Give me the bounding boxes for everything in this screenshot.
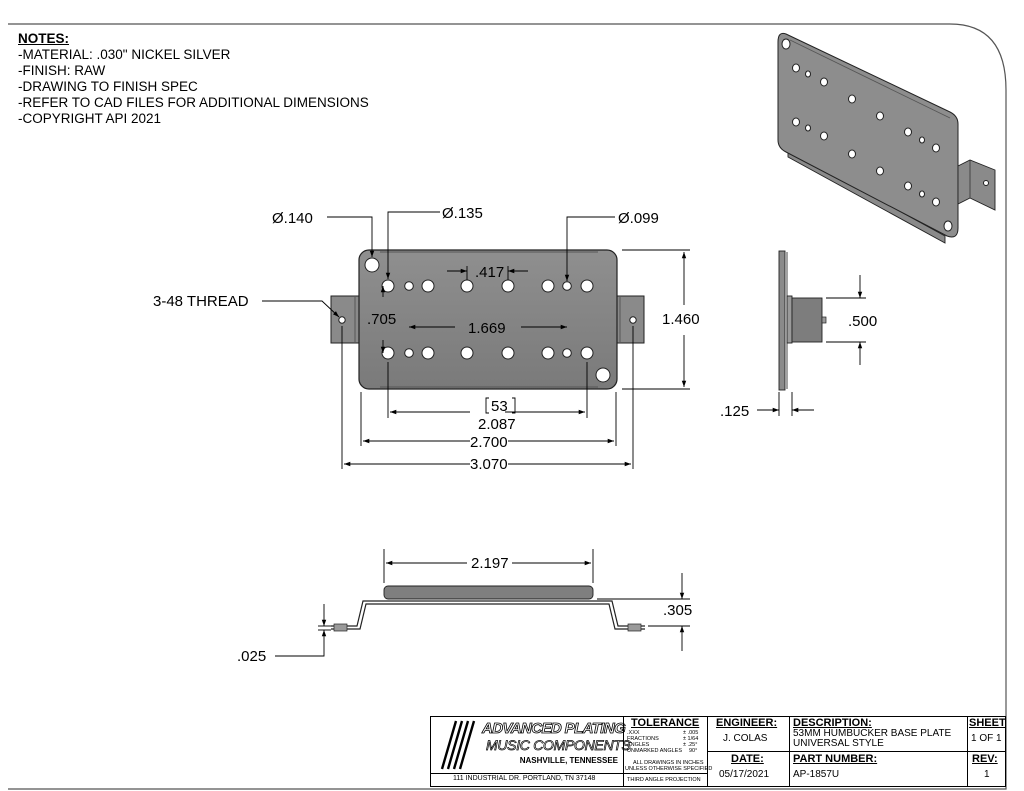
description-line2: UNIVERSAL STYLE bbox=[793, 738, 884, 749]
part-number-label: PART NUMBER: bbox=[793, 753, 878, 765]
tol-note-1: ALL DRAWINGS IN INCHES bbox=[633, 760, 704, 766]
side-view bbox=[778, 250, 827, 391]
pole-hole bbox=[381, 279, 395, 293]
dim-dia-140: Ø.140 bbox=[272, 210, 313, 227]
part-number-value: AP-1857U bbox=[793, 769, 840, 780]
dim-dia-099: Ø.099 bbox=[618, 210, 659, 227]
isometric-view bbox=[777, 32, 996, 244]
top-view-dimensions bbox=[262, 211, 690, 469]
corner-hole bbox=[364, 257, 380, 273]
tol-note-2: UNLESS OTHERWISE SPECIFIED bbox=[625, 766, 713, 772]
dim-2087: 2.087 bbox=[478, 416, 516, 433]
dim-53: 53 bbox=[491, 398, 508, 415]
date-value: 05/17/2021 bbox=[719, 769, 770, 780]
pole-hole bbox=[501, 346, 515, 360]
dim-500: .500 bbox=[848, 313, 877, 330]
corner-hole bbox=[595, 367, 611, 383]
tol-unmarked-value: 90° bbox=[689, 748, 698, 754]
dim-thread: 3-48 THREAD bbox=[153, 293, 249, 310]
description-label: DESCRIPTION: bbox=[793, 717, 872, 729]
note-line: -FINISH: RAW bbox=[18, 63, 106, 78]
note-line: -MATERIAL: .030" NICKEL SILVER bbox=[18, 47, 231, 62]
pole-hole bbox=[460, 279, 474, 293]
notes-heading: NOTES: bbox=[18, 31, 70, 46]
pole-hole bbox=[501, 279, 515, 293]
rev-value: 1 bbox=[984, 769, 990, 780]
company-name-line3: NASHVILLE, TENNESSEE bbox=[519, 756, 618, 765]
dim-417: .417 bbox=[475, 264, 504, 281]
dim-025: .025 bbox=[237, 648, 266, 665]
right-ear bbox=[613, 295, 645, 344]
pole-hole bbox=[541, 279, 555, 293]
note-line: -DRAWING TO FINISH SPEC bbox=[18, 79, 198, 94]
tol-fractions-value: ± 1/64 bbox=[683, 736, 699, 742]
engineer-label: ENGINEER: bbox=[716, 717, 778, 729]
pole-hole bbox=[404, 348, 414, 358]
note-line: -COPYRIGHT API 2021 bbox=[18, 111, 162, 126]
thread-hole bbox=[338, 316, 346, 324]
front-view bbox=[331, 585, 645, 632]
projection-label: THIRD ANGLE PROJECTION bbox=[627, 777, 701, 783]
tol-xxx-value: ± .005 bbox=[683, 730, 699, 736]
tol-angles-value: ± .25° bbox=[683, 742, 698, 748]
dim-125: .125 bbox=[720, 403, 749, 420]
sheet-label: SHEET bbox=[969, 717, 1006, 729]
tol-fractions: FRACTIONS bbox=[627, 736, 659, 742]
rev-label: REV: bbox=[972, 753, 998, 765]
sheet-value: 1 OF 1 bbox=[971, 733, 1002, 744]
pole-hole bbox=[580, 279, 594, 293]
front-view-dimensions bbox=[275, 549, 690, 657]
pole-hole bbox=[562, 348, 572, 358]
pole-hole bbox=[562, 281, 572, 291]
pole-hole bbox=[580, 346, 594, 360]
dim-3070: 3.070 bbox=[470, 456, 508, 473]
company-logo: ADVANCED PLATING MUSIC COMPONENTS NASHVI… bbox=[434, 719, 632, 771]
dim-305: .305 bbox=[663, 602, 692, 619]
tol-unmarked: UNMARKED ANGLES bbox=[627, 748, 683, 754]
top-view-dimension-text: Ø.140 Ø.135 Ø.099 3-48 THREAD .417 .705 … bbox=[153, 205, 700, 473]
thread-hole bbox=[629, 316, 637, 324]
pole-hole bbox=[421, 279, 435, 293]
company-name-line2: MUSIC COMPONENTS bbox=[486, 737, 632, 754]
dim-705: .705 bbox=[367, 311, 396, 328]
note-line: -REFER TO CAD FILES FOR ADDITIONAL DIMEN… bbox=[18, 95, 369, 110]
dim-2700: 2.700 bbox=[470, 434, 508, 451]
company-name-line1: ADVANCED PLATING bbox=[482, 720, 627, 738]
title-block: ADVANCED PLATING MUSIC COMPONENTS NASHVI… bbox=[430, 716, 1006, 787]
dim-dia-135: Ø.135 bbox=[442, 205, 483, 222]
tol-angles: ANGLES bbox=[627, 742, 650, 748]
pole-hole bbox=[404, 281, 414, 291]
tolerance-label: TOLERANCE bbox=[631, 717, 700, 729]
date-label: DATE: bbox=[731, 753, 764, 765]
description-line1: 53MM HUMBUCKER BASE PLATE bbox=[793, 728, 952, 739]
pole-hole bbox=[421, 346, 435, 360]
dim-2197: 2.197 bbox=[471, 555, 509, 572]
top-view bbox=[330, 249, 645, 390]
pole-hole bbox=[541, 346, 555, 360]
pole-hole bbox=[460, 346, 474, 360]
tol-xxx: .XXX bbox=[627, 730, 640, 736]
side-view-dimensions bbox=[757, 275, 866, 416]
sheet-border bbox=[8, 23, 1007, 790]
company-address: 111 INDUSTRIAL DR. PORTLAND, TN 37148 bbox=[453, 775, 596, 782]
dim-1669: 1.669 bbox=[468, 320, 506, 337]
engineer-value: J. COLAS bbox=[723, 733, 768, 744]
pole-hole bbox=[381, 346, 395, 360]
notes-block: NOTES: -MATERIAL: .030" NICKEL SILVER -F… bbox=[18, 31, 369, 127]
logo-stripes-icon bbox=[440, 720, 476, 770]
dim-1460: 1.460 bbox=[662, 311, 700, 328]
left-ear bbox=[330, 295, 362, 344]
